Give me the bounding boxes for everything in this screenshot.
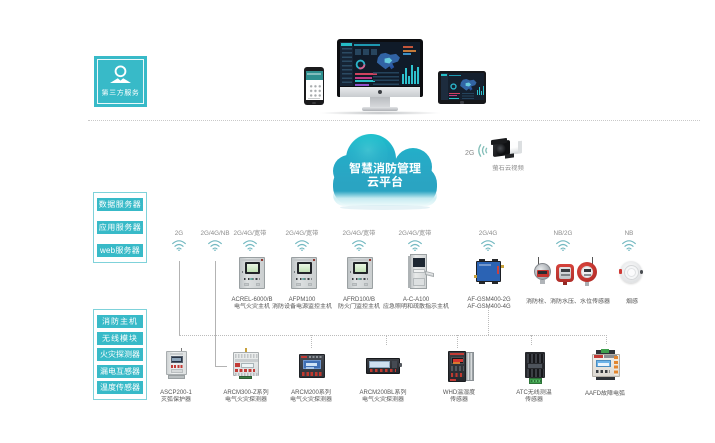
svg-text:智慧消防管理: 智慧消防管理 — [349, 160, 421, 177]
svg-text:云平台: 云平台 — [367, 173, 403, 190]
